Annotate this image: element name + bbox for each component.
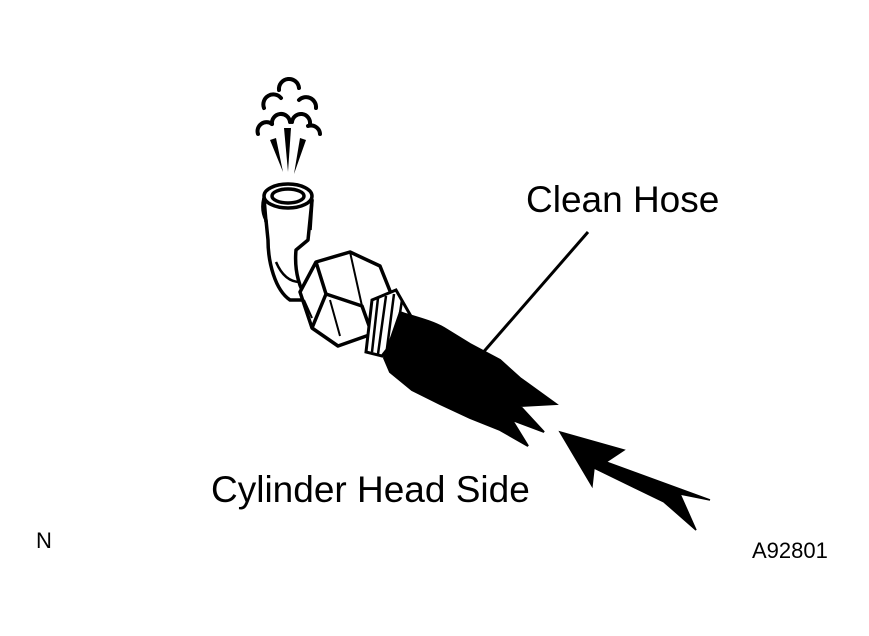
air-jet-icon	[270, 128, 306, 174]
airflow-arrow-icon	[558, 430, 711, 531]
air-puff-icon	[255, 77, 322, 136]
cylinder-head-side-label: Cylinder Head Side	[211, 469, 530, 510]
clean-hose-leader-line	[478, 231, 590, 357]
figure-code: A92801	[752, 538, 828, 563]
elbow-fitting	[261, 182, 314, 302]
hose-body	[382, 310, 559, 447]
corner-mark: N	[36, 528, 52, 553]
clean-hose-label: Clean Hose	[526, 179, 719, 220]
